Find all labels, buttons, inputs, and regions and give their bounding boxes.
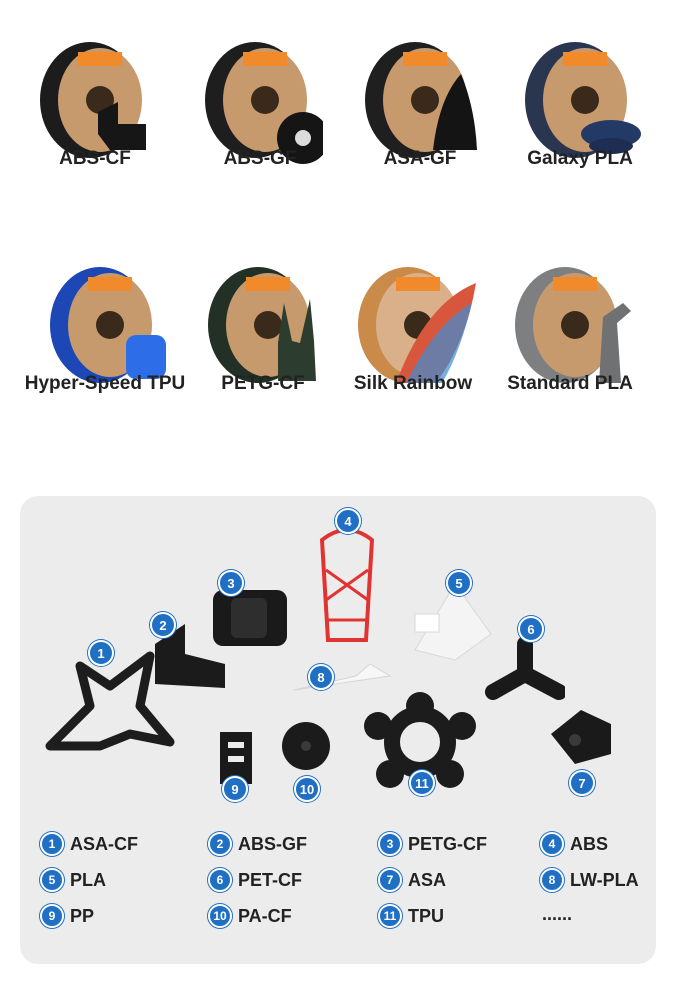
spool-image [515, 267, 631, 383]
part-1-image [45, 651, 175, 751]
filament-label: Galaxy PLA [527, 148, 633, 169]
part-8-image [293, 663, 392, 691]
filament-label: ASA-GF [383, 148, 457, 169]
legend-item: 3 PETG-CF [378, 832, 487, 856]
part-3-image [213, 590, 287, 646]
legend-badge: 8 [540, 868, 564, 892]
legend-item: 9 PP [40, 904, 94, 928]
legend-label: PP [70, 905, 95, 926]
legend-item: 4 ABS [540, 832, 608, 856]
part-6-image [485, 636, 565, 700]
filament-card-galaxy-pla[interactable]: Galaxy PLA [495, 0, 665, 225]
filament-card-abs-gf[interactable]: ABS-GF [175, 0, 345, 225]
legend-badge: 10 [208, 904, 232, 928]
part-badge-6: 6 [518, 616, 544, 642]
legend-badge: 11 [378, 904, 402, 928]
legend-badge: 3 [378, 832, 402, 856]
part-badge-10: 10 [294, 776, 320, 802]
part-badge-3: 3 [218, 570, 244, 596]
spool-image [205, 42, 323, 164]
legend-item: 1 ASA-CF [40, 832, 138, 856]
legend-ellipsis: ...... [542, 904, 573, 924]
legend-label: LW-PLA [570, 869, 639, 890]
legend-badge: 5 [40, 868, 64, 892]
legend-label: PETG-CF [408, 833, 487, 854]
legend-label: PLA [70, 869, 106, 890]
legend-item: 7 ASA [378, 868, 446, 892]
spool-image [50, 267, 166, 383]
legend-badge: 4 [540, 832, 564, 856]
part-5-image [414, 583, 492, 661]
part-badge-7: 7 [569, 770, 595, 796]
legend-item: 10 PA-CF [208, 904, 292, 928]
filament-label: Standard PLA [507, 373, 633, 394]
legend-item: 5 PLA [40, 868, 106, 892]
part-10-image [282, 722, 330, 770]
legend-more: ...... [542, 904, 572, 925]
spool-image [525, 42, 641, 158]
legend-label: ABS [570, 833, 609, 854]
legend-item: 11 TPU [378, 904, 444, 928]
part-7-image [551, 710, 611, 764]
legend-badge: 1 [40, 832, 64, 856]
filament-card-silk-rainbow[interactable]: Silk Rainbow [328, 225, 498, 450]
spool-image [365, 42, 477, 158]
legend-item: 6 PET-CF [208, 868, 302, 892]
legend-label: PA-CF [238, 905, 292, 926]
legend-item: 2 ABS-GF [208, 832, 307, 856]
filament-card-petg-cf[interactable]: PETG-CF [178, 225, 348, 450]
part-badge-11: 11 [409, 770, 435, 796]
legend-label: ASA-CF [70, 833, 138, 854]
legend-badge: 2 [208, 832, 232, 856]
part-badge-4: 4 [335, 508, 361, 534]
part-badge-5: 5 [446, 570, 472, 596]
filament-card-standard-pla[interactable]: Standard PLA [485, 225, 655, 450]
legend-badge: 6 [208, 868, 232, 892]
filament-card-hyper-speed-tpu[interactable]: Hyper-Speed TPU [20, 225, 190, 450]
filament-card-abs-cf[interactable]: ABS-CF [10, 0, 180, 225]
spool-image [40, 42, 146, 158]
legend-label: ABS-GF [238, 833, 307, 854]
spool-image [358, 267, 476, 383]
part-badge-9: 9 [222, 776, 248, 802]
part-4-image [319, 528, 375, 642]
legend-label: PET-CF [238, 869, 303, 890]
filament-label: ABS-GF [223, 148, 297, 169]
legend-badge: 9 [40, 904, 64, 928]
filament-label: Hyper-Speed TPU [24, 373, 186, 394]
filament-label: Silk Rainbow [353, 373, 473, 394]
spool-image [208, 267, 316, 383]
part-badge-2: 2 [150, 612, 176, 638]
filament-label: ABS-CF [59, 148, 131, 169]
legend-label: ASA [408, 869, 447, 890]
part-badge-8: 8 [308, 664, 334, 690]
filament-label: PETG-CF [221, 373, 305, 394]
part-badge-1: 1 [88, 640, 114, 666]
legend-badge: 7 [378, 868, 402, 892]
legend-item: 8 LW-PLA [540, 868, 639, 892]
legend-label: TPU [408, 905, 444, 926]
filament-grid: ABS-CF ABS-GF ASA-GF [0, 0, 680, 470]
part-9-image [220, 732, 252, 784]
part-2-image [155, 624, 225, 688]
filament-card-asa-gf[interactable]: ASA-GF [335, 0, 505, 225]
